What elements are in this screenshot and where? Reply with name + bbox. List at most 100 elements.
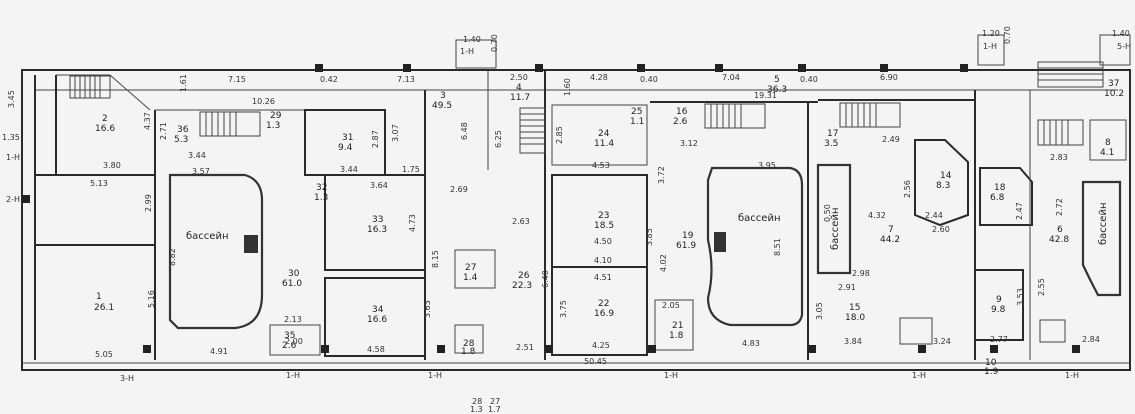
dimension: 2.49 bbox=[882, 135, 900, 144]
dimension: 7.13 bbox=[397, 75, 415, 84]
room-27-number: 27 bbox=[465, 263, 476, 273]
room-24-number: 24 bbox=[598, 129, 610, 139]
pool-2-label: бассейн bbox=[738, 213, 780, 224]
dimension: 3.95 bbox=[758, 161, 776, 170]
room-15-area: 18.0 bbox=[845, 313, 865, 323]
dimension: 1.75 bbox=[402, 165, 420, 174]
room-25-number: 25 bbox=[631, 107, 642, 117]
dimension: 4.25 bbox=[592, 341, 610, 350]
dimension: 6.40 bbox=[541, 270, 550, 288]
room-10-area: 1.9 bbox=[984, 367, 999, 377]
dimension: 10.26 bbox=[252, 97, 275, 106]
dimension: 3.44 bbox=[188, 151, 206, 160]
dimension: 6.90 bbox=[880, 73, 898, 82]
dimension: 2.98 bbox=[852, 269, 870, 278]
dimension: 2.55 bbox=[1037, 278, 1046, 296]
dimension: 3.45 bbox=[7, 90, 16, 108]
dimension: 3.64 bbox=[370, 181, 388, 190]
dimension: 2.56 bbox=[903, 180, 912, 198]
room-33-area: 16.3 bbox=[367, 225, 387, 235]
dimension: 2.85 bbox=[555, 126, 564, 144]
dimension: 2.13 bbox=[284, 315, 302, 324]
top-annex-right-2 bbox=[1099, 34, 1131, 66]
room-11 bbox=[899, 317, 933, 345]
wall bbox=[109, 74, 151, 111]
room-25-area: 1.1 bbox=[630, 117, 644, 127]
room-31-number: 31 bbox=[342, 133, 353, 143]
room-19-number: 19 bbox=[682, 231, 694, 241]
dimension: 0.40 bbox=[640, 75, 658, 84]
room-35-area: 2.6 bbox=[282, 341, 297, 351]
dimension: 8.51 bbox=[773, 238, 782, 256]
room-3-area: 49.5 bbox=[432, 101, 452, 111]
pool-1 bbox=[168, 173, 264, 330]
room-1-area: 26.1 bbox=[94, 303, 114, 313]
room-8 bbox=[1089, 119, 1127, 161]
room-16-number: 16 bbox=[676, 107, 688, 117]
dimension: 0.70 bbox=[490, 34, 499, 52]
room-32-number: 32 bbox=[316, 183, 327, 193]
room-9-area: 9.8 bbox=[991, 305, 1006, 315]
room-36-area: 5.3 bbox=[174, 135, 188, 145]
stairs-center-left bbox=[199, 111, 261, 137]
room-1-number: 1 bbox=[96, 292, 102, 302]
dimension: 2.69 bbox=[450, 185, 468, 194]
dimension: 2.44 bbox=[925, 211, 943, 220]
bottom-label-28: 28 bbox=[472, 397, 482, 406]
room-28-area: 1.8 bbox=[461, 347, 476, 357]
room-22-area: 16.9 bbox=[594, 309, 614, 319]
room-7-area: 44.2 bbox=[880, 235, 900, 245]
exit-marker: 1-Н bbox=[428, 371, 442, 380]
room-8a bbox=[1039, 319, 1066, 343]
exit-marker: 1-Н bbox=[460, 47, 474, 56]
room-35-number: 35 bbox=[284, 331, 295, 341]
dimension: 1.20 bbox=[982, 29, 1000, 38]
dimension: 1.40 bbox=[463, 35, 481, 44]
dimension: 5.05 bbox=[95, 350, 113, 359]
dimension: 4.83 bbox=[742, 339, 760, 348]
dimension: 4.50 bbox=[594, 237, 612, 246]
dimension: 6.25 bbox=[494, 130, 503, 148]
room-4-number: 4 bbox=[516, 83, 522, 93]
dimension: 3.24 bbox=[933, 337, 951, 346]
dimension: 2.84 bbox=[1082, 335, 1100, 344]
dimension: 3.07 bbox=[391, 124, 400, 142]
room-37-number: 37 bbox=[1108, 79, 1119, 89]
room-17-area: 3.5 bbox=[824, 139, 838, 149]
room-30-area: 61.0 bbox=[282, 279, 302, 289]
dimension: 2.47 bbox=[1015, 202, 1024, 220]
outer-wall bbox=[21, 69, 1131, 371]
room-5-number: 5 bbox=[774, 75, 780, 85]
dimension: 2.77 bbox=[990, 335, 1008, 344]
room-23-number: 23 bbox=[598, 211, 609, 221]
dimension: 8.15 bbox=[431, 250, 440, 268]
dimension: 7.04 bbox=[722, 73, 740, 82]
exit-marker: 5-Н bbox=[1117, 42, 1131, 51]
pool-2 bbox=[706, 166, 804, 327]
exit-marker: 1-Н bbox=[664, 371, 678, 380]
dimension: 3.44 bbox=[340, 165, 358, 174]
room-21-area: 1.8 bbox=[669, 331, 684, 341]
top-annex-right-1 bbox=[977, 34, 1005, 66]
exit-marker: 2-Н bbox=[6, 195, 20, 204]
dimension: 3.84 bbox=[844, 337, 862, 346]
dimension: 2.60 bbox=[932, 225, 950, 234]
dimension: 4.51 bbox=[594, 273, 612, 282]
room-24-area: 11.4 bbox=[594, 139, 614, 149]
bathroom-27 bbox=[454, 249, 496, 289]
room-3-number: 3 bbox=[440, 91, 446, 101]
room-22-number: 22 bbox=[598, 299, 609, 309]
room-34-number: 34 bbox=[372, 305, 384, 315]
dimension: 3.80 bbox=[103, 161, 121, 170]
dimension: 2.99 bbox=[144, 194, 153, 212]
room-24 bbox=[551, 104, 648, 166]
dimension: 5.13 bbox=[90, 179, 108, 188]
room-4-area: 11.7 bbox=[510, 93, 530, 103]
room-18-number: 18 bbox=[994, 183, 1006, 193]
room-29-area: 1.3 bbox=[266, 121, 280, 131]
exit-marker: 1-Н bbox=[983, 42, 997, 51]
dimension: 1.35 bbox=[2, 133, 20, 142]
dimension: 4.73 bbox=[408, 214, 417, 232]
pool-ladder-1 bbox=[244, 235, 258, 253]
